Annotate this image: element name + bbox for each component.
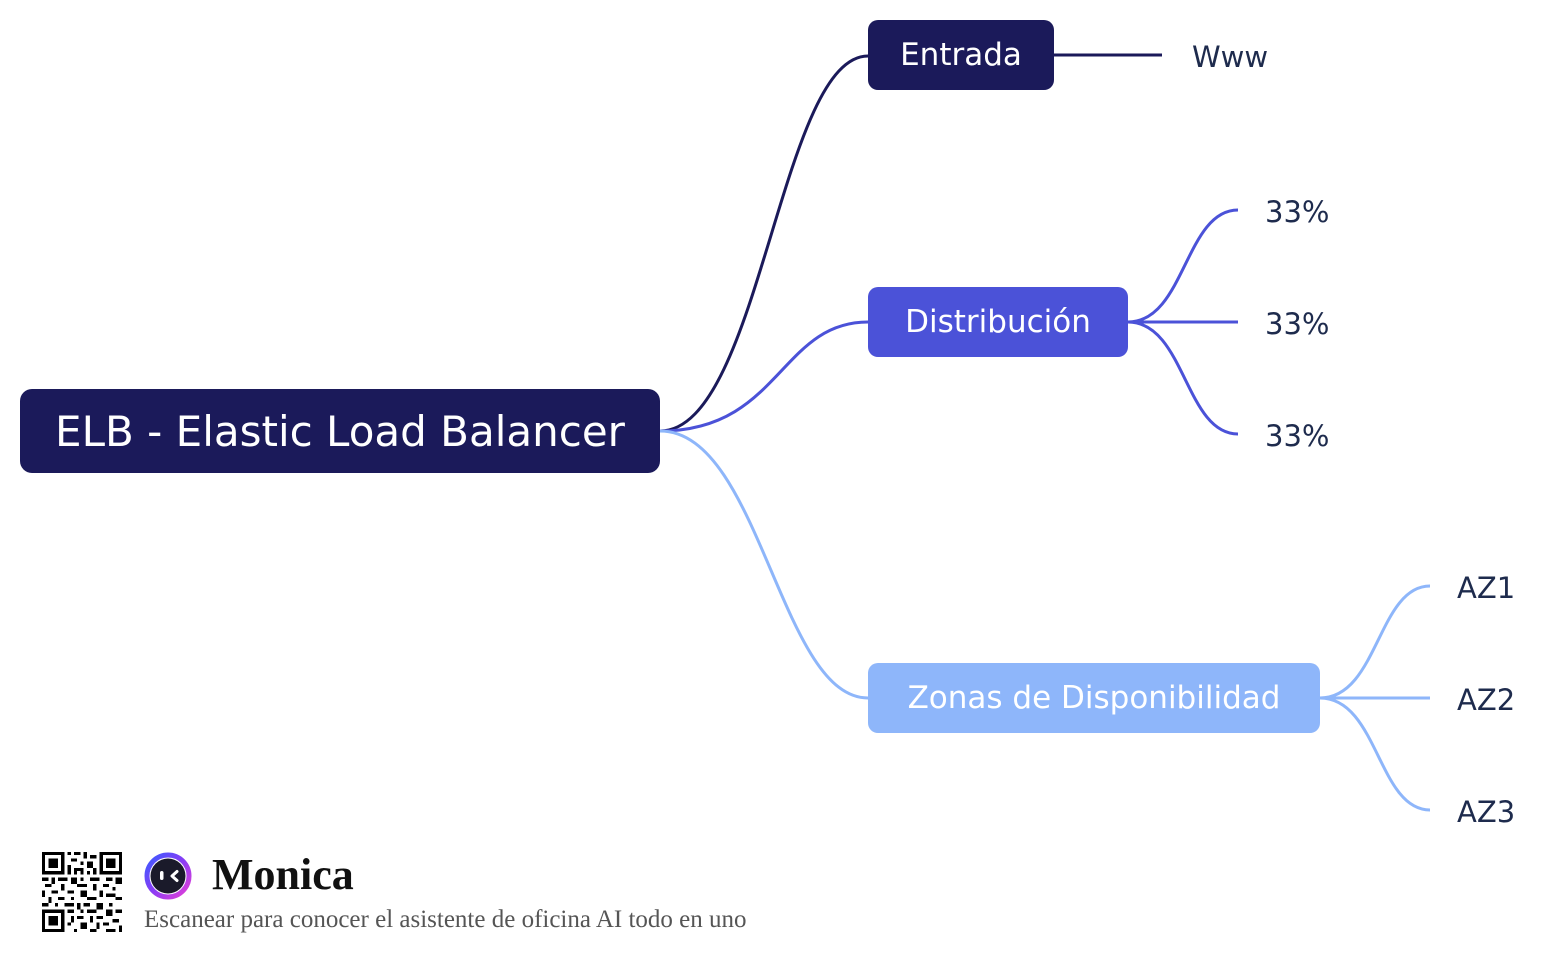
leaf-node-distribucion-2[interactable]: 33% [1265, 307, 1330, 341]
root-node[interactable]: ELB - Elastic Load Balancer [20, 389, 660, 473]
root-node-label: ELB - Elastic Load Balancer [55, 406, 625, 456]
connector-root-entrada [659, 54, 869, 433]
connector-root-distribucion [659, 320, 869, 433]
leaf-node-distribucion-1[interactable]: 33% [1265, 195, 1330, 229]
branch-node-label: Zonas de Disponibilidad [907, 680, 1281, 716]
brand-tagline: Escanear para conocer el asistente de of… [144, 906, 747, 933]
branch-node-zonas[interactable]: Zonas de Disponibilidad [868, 663, 1320, 733]
qr-code-icon [42, 852, 122, 932]
leaf-node-az2[interactable]: AZ2 [1457, 683, 1516, 717]
branch-node-label: Entrada [900, 37, 1022, 73]
brand-name: Monica [212, 850, 354, 899]
leaf-node-az1[interactable]: AZ1 [1457, 571, 1516, 605]
connector-root-zonas [659, 429, 869, 700]
leaf-node-distribucion-3[interactable]: 33% [1265, 419, 1330, 453]
branch-node-entrada[interactable]: Entrada [868, 20, 1054, 90]
branch-node-label: Distribución [905, 304, 1091, 340]
connector-distribucion-leaf-1 [1127, 208, 1239, 324]
leaf-node-www[interactable]: Www [1192, 40, 1269, 74]
connector-zonas-leaf-3 [1319, 696, 1431, 812]
branch-node-distribucion[interactable]: Distribución [868, 287, 1128, 357]
connector-distribucion-leaf-3 [1127, 320, 1239, 436]
connector-zonas-leaf-1 [1319, 584, 1431, 700]
footer-banner: Monica Escanear para conocer el asistent… [40, 850, 860, 940]
monica-face-icon [144, 852, 192, 900]
leaf-node-az3[interactable]: AZ3 [1457, 795, 1516, 829]
